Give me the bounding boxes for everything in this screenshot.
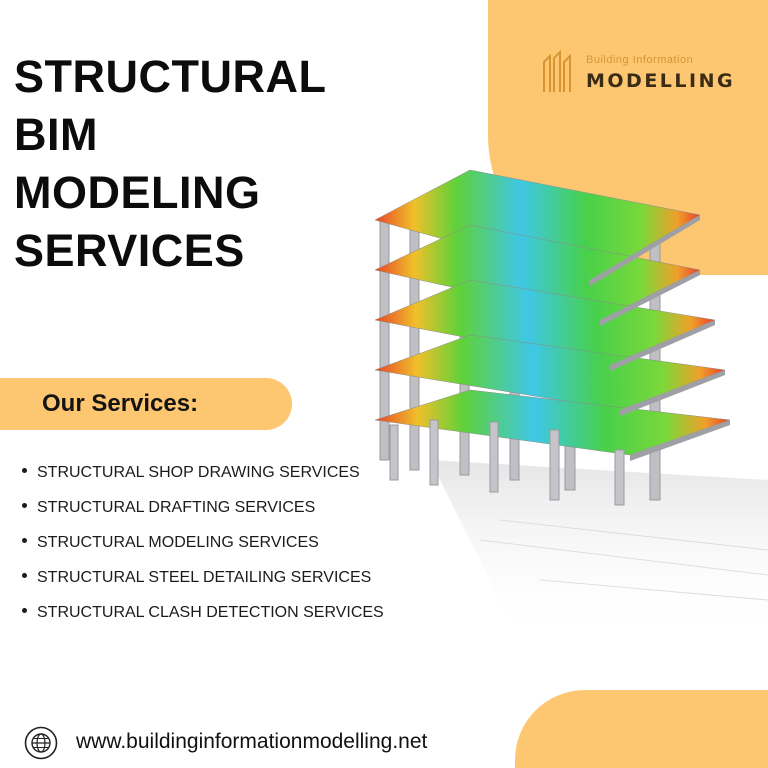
brand-logo: Building Information MODELLING	[540, 48, 740, 98]
title-line: SERVICES	[14, 225, 245, 276]
bullet-icon	[22, 538, 27, 544]
services-list: STRUCTURAL SHOP DRAWING SERVICES STRUCTU…	[22, 458, 384, 633]
bullet-icon	[22, 573, 27, 579]
list-item: STRUCTURAL STEEL DETAILING SERVICES	[22, 563, 384, 598]
service-label: STRUCTURAL SHOP DRAWING SERVICES	[37, 464, 360, 481]
building-pillars-icon	[543, 49, 571, 92]
page-title: STRUCTURAL BIM MODELING SERVICES	[14, 48, 326, 280]
services-header-tab: Our Services:	[0, 378, 292, 430]
bullet-icon	[22, 608, 27, 614]
structural-building-render	[374, 169, 768, 640]
title-line: MODELING	[14, 167, 261, 218]
title-line: BIM	[14, 109, 98, 160]
list-item: STRUCTURAL DRAFTING SERVICES	[22, 493, 384, 528]
brand-top-line: Building Information	[586, 54, 694, 66]
list-item: STRUCTURAL CLASH DETECTION SERVICES	[22, 598, 384, 633]
bullet-icon	[22, 503, 27, 509]
brand-name: MODELLING	[586, 70, 736, 92]
service-label: STRUCTURAL MODELING SERVICES	[37, 534, 319, 551]
service-label: STRUCTURAL CLASH DETECTION SERVICES	[37, 604, 384, 621]
title-line: STRUCTURAL	[14, 51, 327, 102]
decorative-blob-bottom-right	[515, 690, 768, 768]
globe-icon	[24, 726, 58, 760]
bullet-icon	[22, 468, 27, 474]
website-link[interactable]: www.buildinginformationmodelling.net	[76, 730, 428, 753]
list-item: STRUCTURAL SHOP DRAWING SERVICES	[22, 458, 384, 493]
list-item: STRUCTURAL MODELING SERVICES	[22, 528, 384, 563]
services-title: Our Services:	[42, 390, 199, 417]
service-label: STRUCTURAL STEEL DETAILING SERVICES	[37, 569, 372, 586]
service-label: STRUCTURAL DRAFTING SERVICES	[37, 499, 316, 516]
